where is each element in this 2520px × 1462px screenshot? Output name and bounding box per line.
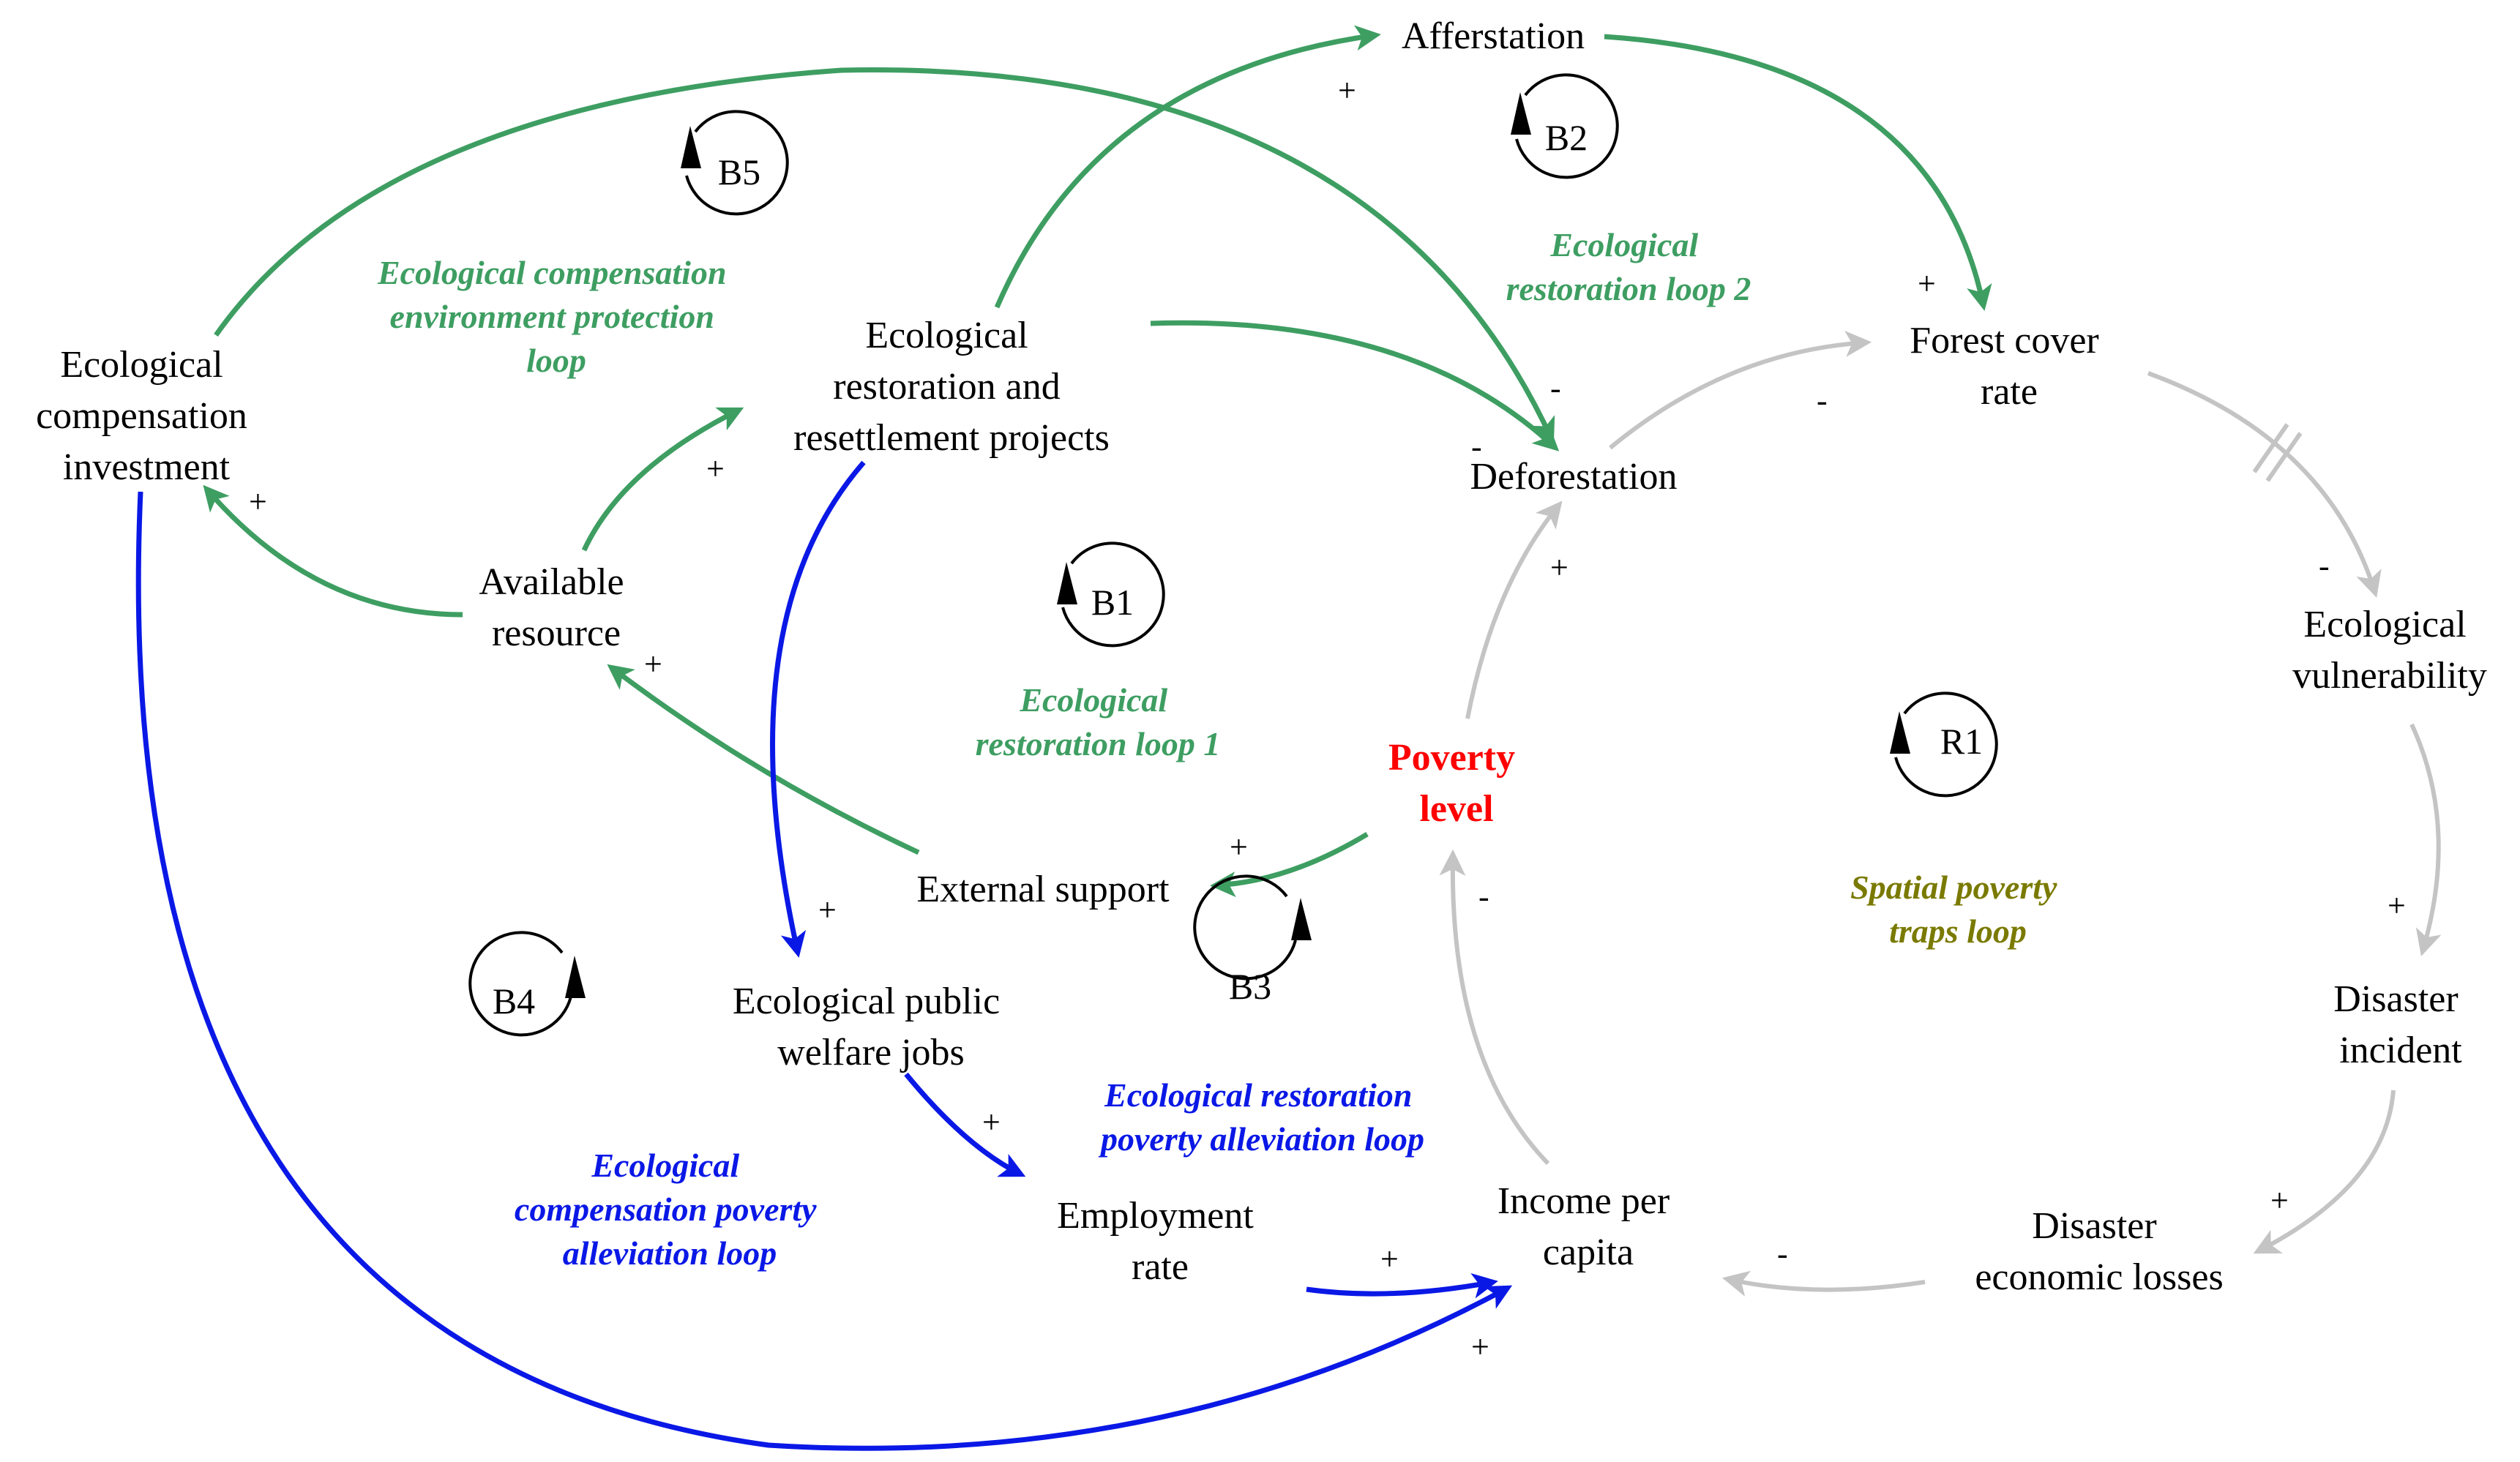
- edge-projects-to-public-jobs: [770, 460, 866, 958]
- polarity-signs: + + - - - + - + + - - + + + + + + + +: [249, 72, 2406, 1365]
- blue-edges: [135, 460, 1513, 1451]
- polarity-inc-in-eci: +: [1471, 1329, 1489, 1365]
- loop-id-b5: B5: [718, 151, 760, 192]
- node-forest-cover-rate: Forest cover rate: [1910, 320, 2108, 413]
- loop-marker-r1: R1: [1890, 691, 1998, 798]
- node-available-resource: Available resource: [479, 561, 633, 654]
- node-afferstation: Afferstation: [1402, 15, 1585, 57]
- node-ecological-public-welfare-jobs: Ecological public welfare jobs: [733, 981, 1009, 1073]
- polarity-jobs-in: +: [818, 892, 837, 928]
- polarity-erp-in: +: [706, 451, 725, 487]
- node-ecological-vulnerability: Ecological vulnerability: [2292, 604, 2487, 697]
- polarity-inc-in-emp: +: [1380, 1241, 1399, 1277]
- loop-id-b2: B2: [1545, 117, 1588, 158]
- edge-investment-to-deforestation: [214, 67, 1555, 444]
- polarity-inc-in-loss: -: [1777, 1236, 1788, 1272]
- polarity-forest-in-def: -: [1817, 383, 1828, 419]
- node-external-support: External support: [916, 869, 1170, 910]
- polarity-pov-in-inc: -: [1478, 879, 1489, 915]
- polarity-dis-in: +: [2388, 888, 2406, 923]
- polarity-def-in-green1: -: [1550, 370, 1561, 406]
- edge-investment-to-income: [135, 491, 1513, 1451]
- edge-poverty-to-deforestation: [1465, 501, 1563, 719]
- loop-id-r1: R1: [1940, 721, 1983, 762]
- loop-label-b5: Ecological compensation environment prot…: [377, 254, 735, 379]
- edge-projects-to-afferstation: [994, 25, 1381, 309]
- loop-id-b4: B4: [493, 981, 535, 1021]
- loop-marker-b2: B2: [1511, 73, 1619, 179]
- loop-marker-b3: B3: [1193, 874, 1312, 1007]
- node-employment-rate: Employment rate: [1057, 1195, 1263, 1288]
- polarity-def-in-green2: -: [1471, 429, 1482, 465]
- edge-employment-to-income: [1306, 1272, 1498, 1299]
- edge-public-jobs-to-employment: [904, 1072, 1026, 1177]
- edge-poverty-to-external-support: [1210, 832, 1369, 898]
- node-disaster-economic-losses: Disaster economic losses: [1975, 1205, 2223, 1298]
- edge-afferstation-to-forest-cover: [1604, 34, 1992, 311]
- delay-mark: [2252, 423, 2303, 482]
- polarity-afforest-in: +: [1338, 72, 1356, 108]
- edge-losses-to-income: [1721, 1270, 1926, 1297]
- polarity-emp-in: +: [982, 1104, 1001, 1140]
- polarity-avail-in: +: [644, 646, 662, 682]
- node-ecological-restoration-projects: Ecological restoration and resettlement …: [793, 315, 1110, 459]
- loop-label-b2: Ecological restoration loop 2: [1506, 226, 1751, 307]
- grey-edges: [1439, 330, 2442, 1297]
- polarity-def-in-pov: +: [1550, 550, 1569, 585]
- node-disaster-incident: Disaster incident: [2333, 978, 2467, 1071]
- loop-label-r1: Spatial poverty traps loop: [1850, 869, 2065, 950]
- green-edges: [203, 25, 1992, 898]
- polarity-loss-in: +: [2270, 1182, 2289, 1218]
- loop-id-b1: B1: [1091, 582, 1134, 623]
- edge-available-resource-to-investment: [203, 484, 463, 618]
- loop-marker-b1: B1: [1057, 541, 1165, 648]
- edge-disaster-incident-to-losses: [2253, 1090, 2396, 1254]
- polarity-ext-in: +: [1230, 829, 1248, 865]
- edge-external-support-to-available-resource: [607, 664, 920, 855]
- node-poverty-level: Poverty level: [1388, 737, 1525, 830]
- loop-marker-b4: B4: [468, 931, 586, 1037]
- polarity-eci-in: +: [249, 484, 267, 520]
- loop-label-b4: Ecological compensation poverty alleviat…: [515, 1147, 825, 1272]
- edge-income-to-poverty: [1439, 849, 1550, 1166]
- node-deforestation: Deforestation: [1470, 456, 1677, 498]
- edge-deforestation-to-forest-cover: [1609, 330, 1872, 450]
- node-ecological-compensation-investment: Ecological compensation investment: [36, 344, 257, 488]
- loop-label-b1: Ecological restoration loop 1: [976, 681, 1221, 762]
- edge-available-resource-to-projects: [581, 407, 744, 552]
- polarity-forest-in-aff: +: [1918, 266, 1936, 301]
- edge-projects-to-deforestation: [1150, 320, 1560, 451]
- loop-id-b3: B3: [1229, 966, 1271, 1007]
- edge-eco-vulnerability-to-disaster-incident: [2409, 723, 2442, 956]
- node-income-per-capita: Income per capita: [1498, 1180, 1679, 1273]
- loop-label-b3: Ecological restoration poverty alleviati…: [1098, 1076, 1424, 1158]
- loop-marker-b5: B5: [681, 110, 789, 216]
- polarity-vuln-in: -: [2319, 548, 2330, 584]
- edge-forest-cover-to-eco-vulnerability: [2147, 371, 2382, 598]
